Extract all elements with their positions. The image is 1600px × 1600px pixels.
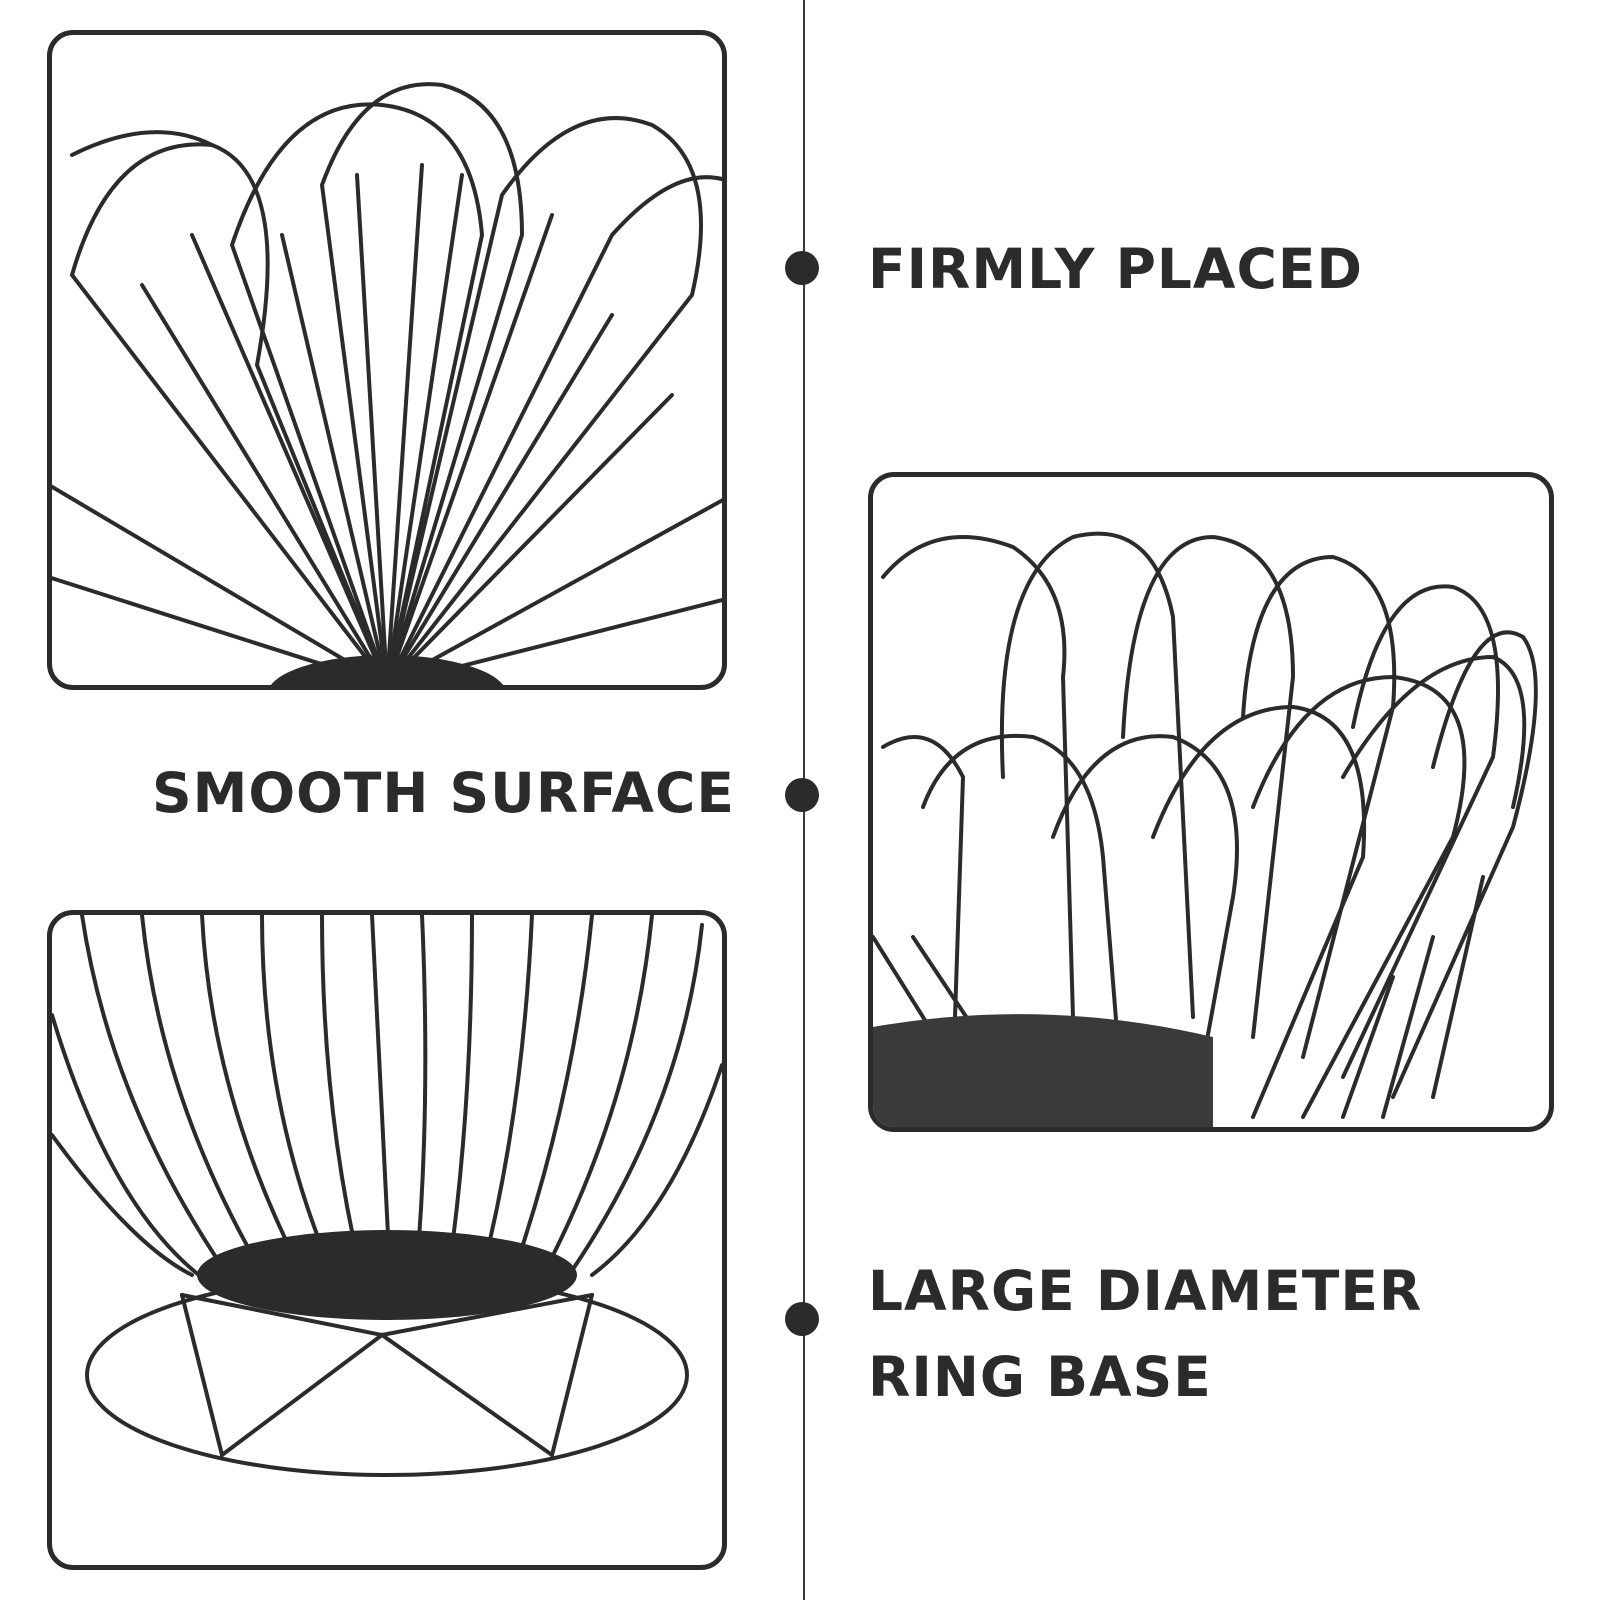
wire-basket-side-photo — [868, 472, 1554, 1132]
feature-label-firmly-placed: FIRMLY PLACED — [868, 237, 1364, 301]
wire-basket-closeup-photo — [47, 30, 727, 690]
timeline-marker-smooth-surface — [785, 778, 819, 812]
feature-label-large-diameter: LARGE DIAMETER — [868, 1259, 1423, 1323]
feature-label-smooth-surface: SMOOTH SURFACE — [152, 761, 735, 825]
timeline-marker-ring-base — [785, 1302, 819, 1336]
ring-base-illustration — [52, 915, 722, 1477]
wire-petals-illustration — [52, 82, 722, 685]
ring-base-photo — [47, 910, 727, 1570]
timeline-marker-firmly-placed — [785, 251, 819, 285]
basket-side-illustration — [873, 531, 1538, 1127]
feature-label-ring-base: RING BASE — [868, 1345, 1212, 1409]
